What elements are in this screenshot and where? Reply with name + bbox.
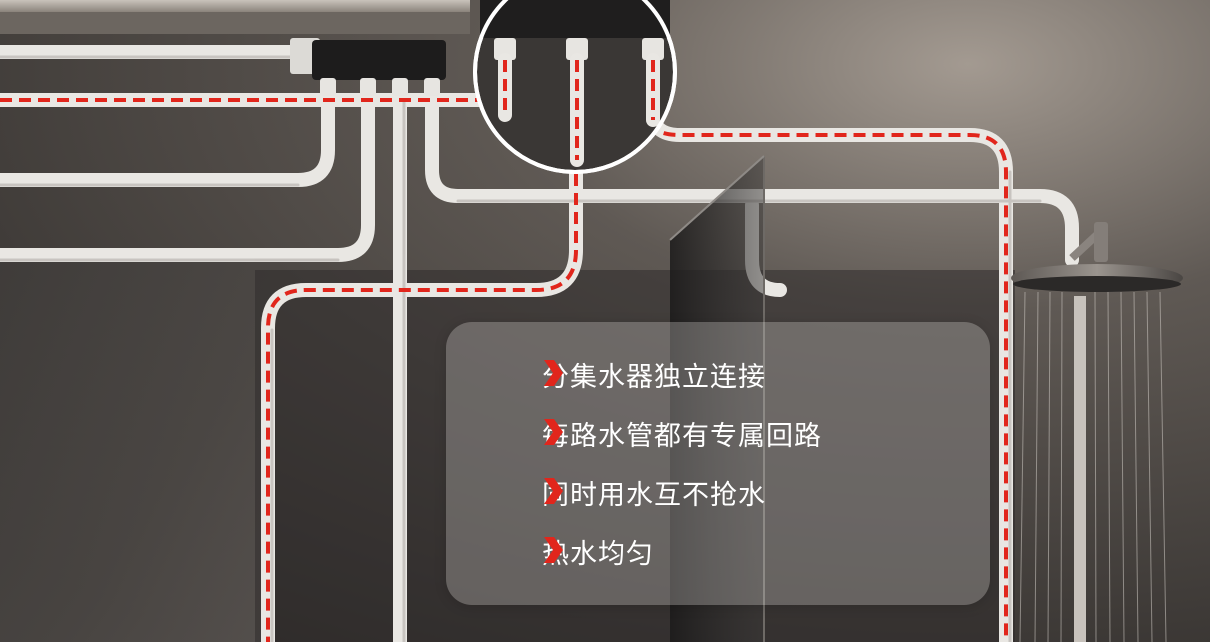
feature-text: 每路水管都有专属回路 bbox=[542, 421, 822, 452]
red-chevron-icon bbox=[544, 419, 563, 445]
feature-text: 同时用水互不抢水 bbox=[542, 480, 766, 511]
red-chevron-icon bbox=[544, 537, 563, 563]
red-chevron-icon bbox=[544, 478, 563, 504]
red-chevron-icon bbox=[544, 360, 563, 386]
feature-text: 热水均匀 bbox=[542, 539, 654, 570]
feature-item: 同时用水互不抢水 bbox=[542, 476, 766, 516]
feature-panel: 分集水器独立连接 每路水管都有专属回路 同时用水互不抢水 热水均匀 bbox=[446, 322, 990, 605]
feature-item: 分集水器独立连接 bbox=[542, 358, 766, 398]
feature-item: 热水均匀 bbox=[542, 535, 654, 575]
feature-text: 分集水器独立连接 bbox=[542, 362, 766, 393]
feature-item: 每路水管都有专属回路 bbox=[542, 417, 822, 457]
